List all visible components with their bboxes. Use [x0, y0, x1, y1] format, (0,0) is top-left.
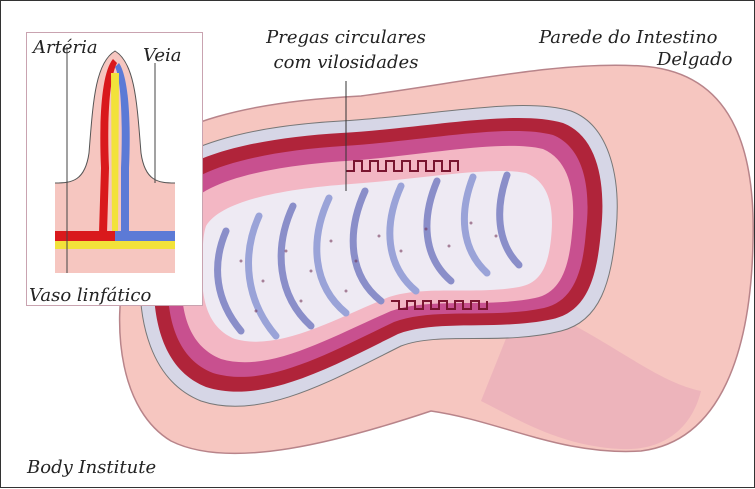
- artery-label: Artéria: [33, 37, 98, 59]
- wall-label-line2: Delgado: [657, 49, 732, 71]
- lymph-vessel-label: Vaso linfático: [29, 285, 151, 307]
- villus-inset: [26, 32, 203, 306]
- vein-base-band: [115, 231, 175, 241]
- villus-illustration: [27, 33, 202, 305]
- lymph-base-band: [55, 241, 175, 249]
- credit-label: Body Institute: [27, 457, 156, 479]
- vein-label: Veia: [143, 45, 182, 67]
- artery-base-band: [55, 231, 115, 241]
- folds-label-line1: Pregas circulares: [246, 27, 446, 49]
- wall-label-line1: Parede do Intestino: [539, 27, 718, 49]
- folds-label-line2: com vilosidades: [246, 52, 446, 74]
- villus-lymph: [111, 73, 119, 233]
- crypts-upper: [346, 161, 458, 171]
